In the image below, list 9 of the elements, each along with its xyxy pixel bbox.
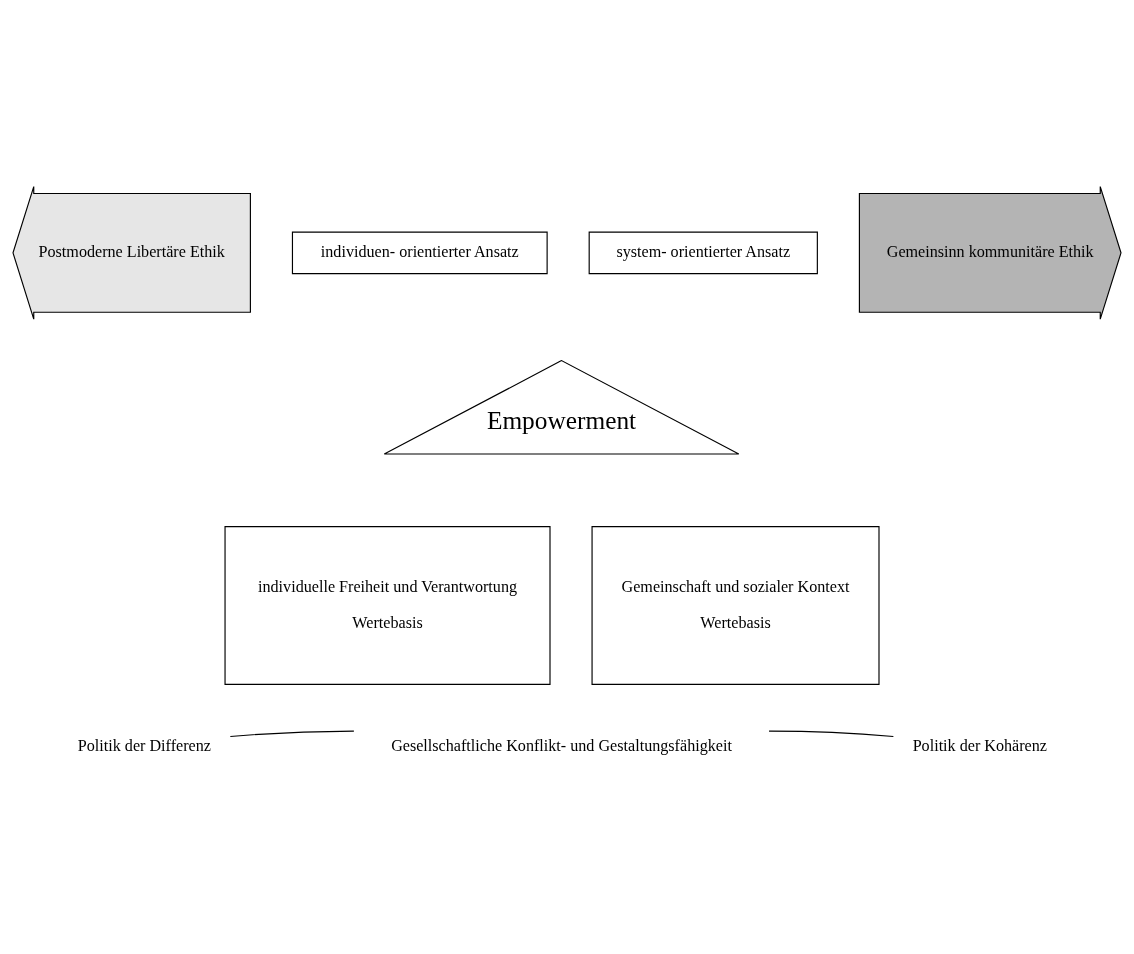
node-text: Politik der Kohärenz <box>912 736 1047 754</box>
node-text: Gesellschaftliche Konflikt- und Gestaltungsfähigkeit <box>391 736 732 754</box>
node-box: system- orientierter Ansatz <box>588 231 818 275</box>
node-text: Politik der Differenz <box>77 736 211 754</box>
node-box: Gemeinschaft und sozialer Kontext Wertebasis <box>591 525 880 685</box>
node-box: individuen- orientierter Ansatz <box>291 231 548 275</box>
connector <box>768 730 894 738</box>
node-box: individuelle Freiheit und Verantwortung Wertebasis <box>224 525 551 685</box>
connector <box>229 730 355 738</box>
